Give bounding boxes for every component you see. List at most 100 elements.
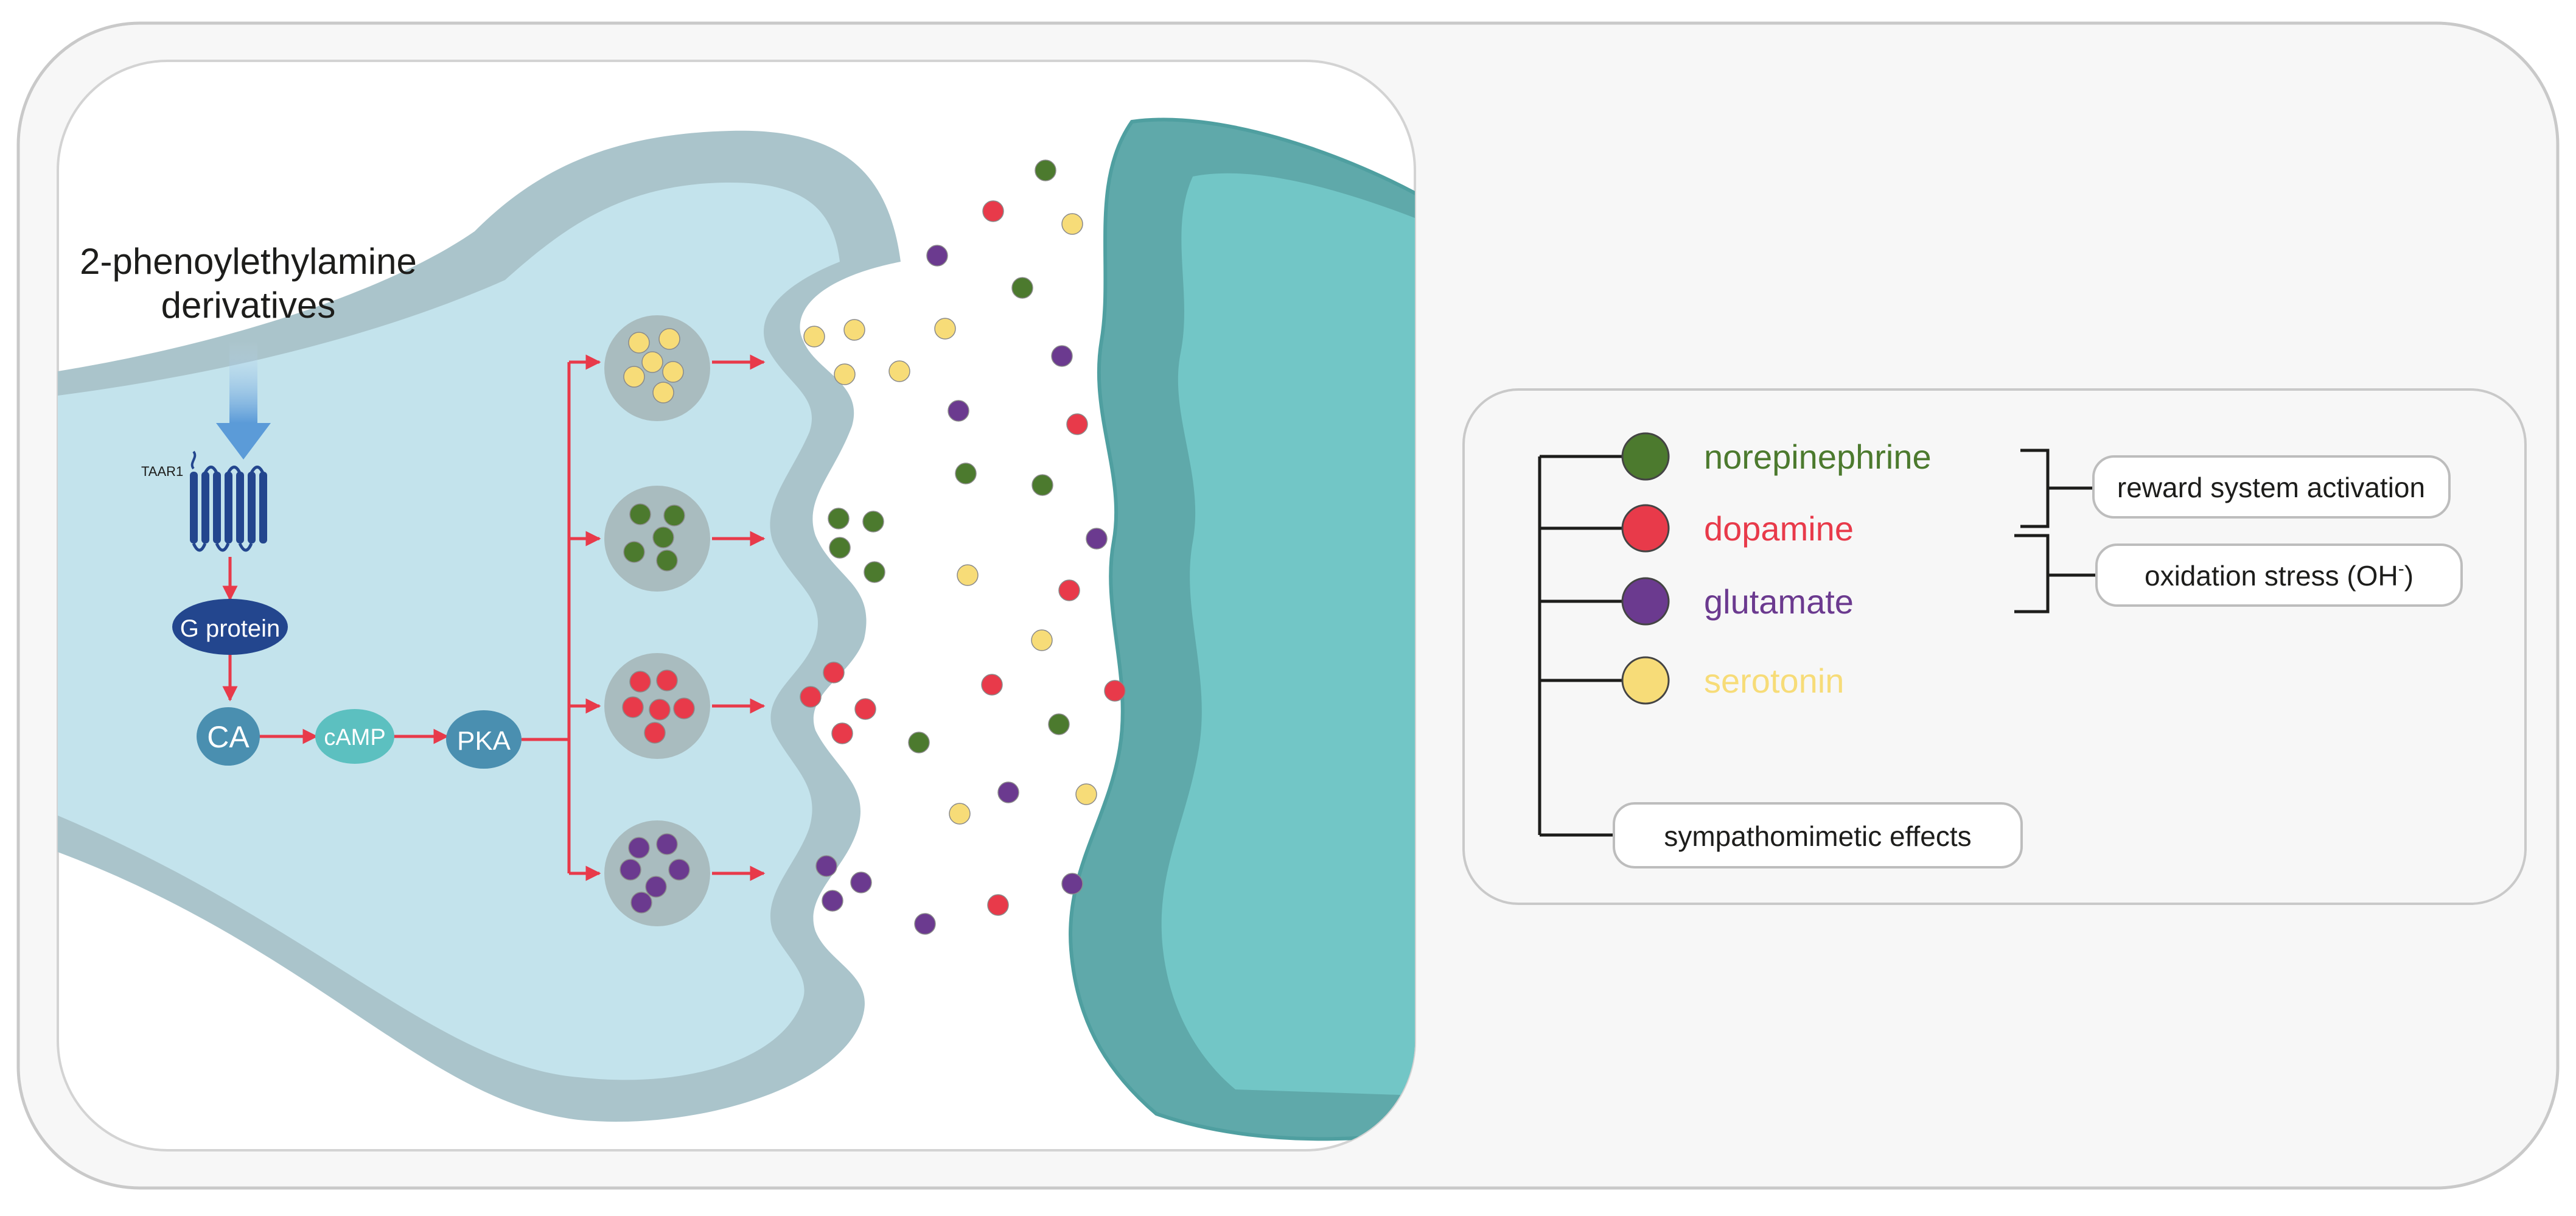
receptor-loop — [250, 466, 265, 474]
neurotransmitter-molecule — [957, 564, 979, 586]
neurotransmitter-molecule — [926, 245, 948, 267]
ca-label: CA — [207, 720, 250, 754]
pka-label: PKA — [457, 726, 511, 756]
neurotransmitter-molecule — [803, 326, 825, 348]
neurotransmitter-molecules — [800, 159, 1126, 935]
vesicle-molecule — [641, 351, 663, 373]
neurotransmitter-molecule — [914, 913, 936, 935]
receptor-helix — [213, 472, 221, 543]
g-protein-label: G protein — [180, 615, 281, 642]
neurotransmitter-molecule — [997, 781, 1019, 803]
vesicle — [604, 820, 710, 926]
neurotransmitter-molecule — [1066, 413, 1088, 435]
reward-effect-box — [2092, 455, 2451, 519]
ca-node — [197, 707, 260, 766]
vesicle-molecule — [620, 859, 641, 881]
camp-node — [315, 709, 394, 764]
neurotransmitter-molecule — [1031, 629, 1053, 651]
vesicle-molecule — [629, 671, 651, 693]
g-protein-node — [172, 599, 288, 655]
vesicle-molecule — [645, 876, 667, 898]
vesicle-molecule — [662, 361, 684, 383]
legend-label: norepinephrine — [1704, 438, 1932, 476]
vesicle-molecule — [656, 833, 678, 855]
neurotransmitter-molecule — [955, 463, 977, 484]
receptor-loop — [226, 466, 242, 474]
vesicle-molecule — [673, 697, 695, 719]
pka-node — [446, 710, 522, 769]
vesicle-molecule — [644, 722, 666, 744]
vesicle-molecule — [622, 696, 644, 718]
vesicle-molecule — [658, 328, 680, 350]
neurotransmitter-molecule — [987, 894, 1009, 916]
receptor-loop — [203, 466, 218, 474]
vesicle-molecule — [656, 669, 678, 691]
input-label-line1: 2-phenoylethylamine — [80, 241, 417, 282]
neurotransmitter-molecule — [934, 318, 956, 340]
neurotransmitter-molecule — [831, 722, 853, 744]
neurotransmitter-molecule — [834, 363, 856, 385]
neurotransmitter-molecule — [1051, 345, 1073, 367]
input-arrow-shaft — [229, 341, 257, 423]
reward-effect-label: reward system activation — [2117, 472, 2425, 503]
neurotransmitter-molecule — [981, 674, 1003, 696]
legend-items: norepinephrine dopamine glutamate serotonin — [1621, 432, 1932, 705]
sympathomimetic-effect-box — [1613, 802, 2023, 868]
neurotransmitter-molecule — [800, 686, 822, 708]
neurotransmitter-molecule — [1104, 680, 1126, 702]
synapse-illustration: G protein CA cAMP PKA — [58, 117, 1415, 1141]
neurotransmitter-molecule — [822, 890, 843, 912]
receptor-helix — [225, 472, 232, 543]
neurotransmitter-molecule — [982, 200, 1004, 222]
receptor-tail — [190, 450, 197, 470]
vesicle-molecule — [629, 503, 651, 525]
vesicle-molecule — [652, 382, 674, 404]
receptor-helix — [201, 472, 209, 543]
camp-label: cAMP — [324, 725, 385, 750]
receptor-loop — [215, 542, 230, 552]
neurotransmitter-molecule — [949, 803, 971, 825]
legend-swatch — [1621, 432, 1670, 481]
neurotransmitter-molecule — [850, 872, 872, 893]
legend-label: serotonin — [1704, 662, 1844, 700]
neurotransmitter-molecule — [888, 360, 910, 382]
neurotransmitter-molecule — [1086, 528, 1108, 550]
neurotransmitter-molecule — [843, 319, 865, 341]
neurotransmitter-molecule — [815, 855, 837, 877]
vesicle-molecule — [628, 332, 650, 354]
vesicle-molecule — [663, 505, 685, 526]
neurotransmitter-molecule — [1061, 873, 1083, 895]
neurotransmitter-molecule — [854, 698, 876, 720]
legend-swatch — [1621, 656, 1670, 705]
legend-label: dopamine — [1704, 509, 1854, 548]
vesicle-molecule — [656, 550, 678, 571]
vesicle-molecule — [652, 526, 674, 548]
neurotransmitter-molecule — [1061, 213, 1083, 235]
neurotransmitter-molecule — [1031, 474, 1053, 496]
vesicle-molecule — [630, 892, 652, 914]
neurotransmitter-molecule — [862, 511, 884, 533]
neurotransmitter-molecule — [823, 662, 845, 683]
receptor-loop — [192, 542, 207, 552]
receptor-helix — [236, 472, 244, 543]
vesicle-molecule — [649, 699, 671, 721]
taar1-label: TAAR1 — [141, 464, 183, 479]
neurotransmitter-molecule — [1011, 277, 1033, 299]
postsynaptic-membrane-inner — [1161, 173, 1415, 1095]
legend-tree-lines — [1538, 449, 2096, 837]
neurotransmitter-molecule — [829, 537, 851, 559]
input-label-line2: derivatives — [161, 285, 336, 326]
neurotransmitter-molecule — [1035, 159, 1056, 181]
input-arrow-head — [216, 423, 271, 459]
sympathomimetic-effect-label: sympathomimetic effects — [1664, 820, 1971, 852]
receptor-loop — [238, 542, 253, 552]
vesicle-molecule — [668, 859, 690, 881]
vesicle-molecule — [628, 837, 650, 859]
vesicle-molecule — [623, 541, 645, 563]
legend-label: glutamate — [1704, 582, 1854, 621]
vesicle-molecule — [623, 366, 645, 388]
neurotransmitter-molecule — [948, 400, 969, 422]
neurotransmitter-molecule — [864, 561, 885, 583]
